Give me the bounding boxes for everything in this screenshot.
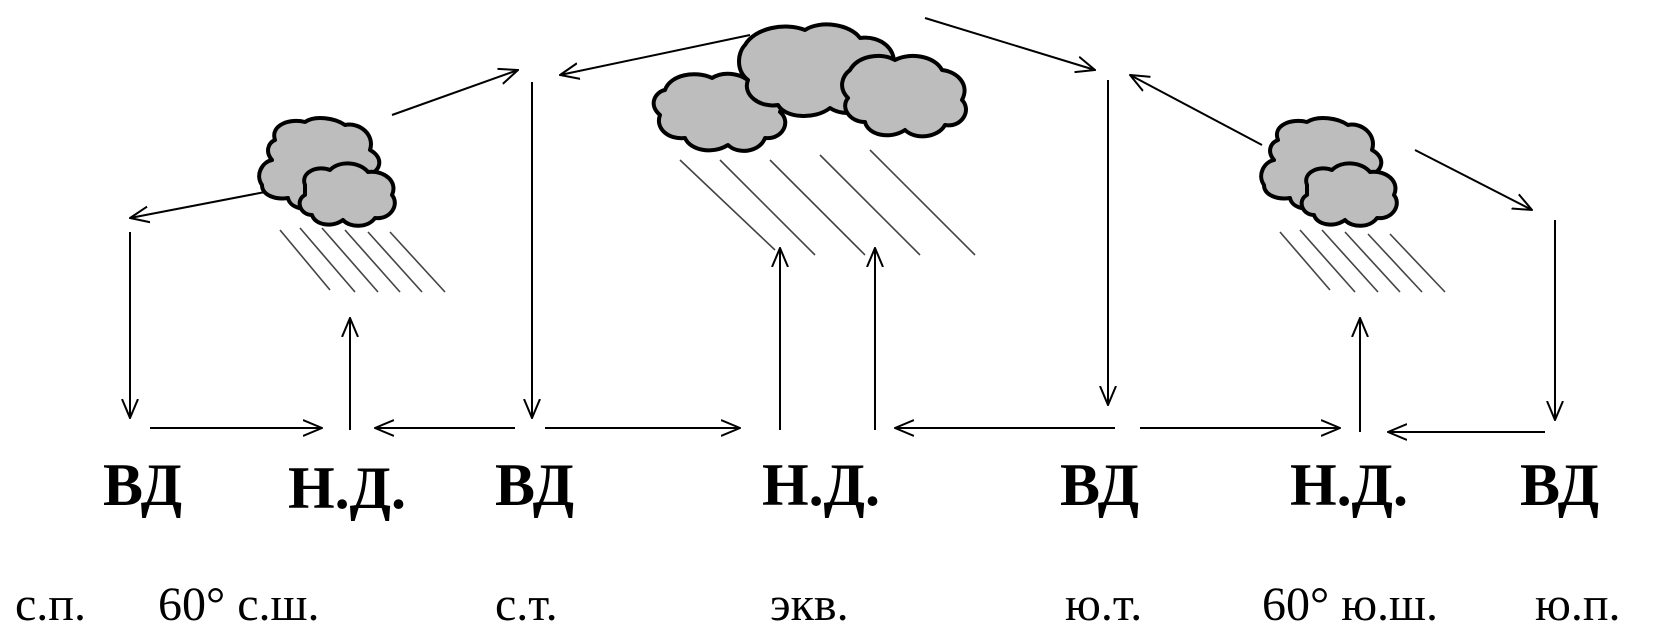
cloud-center: [651, 22, 968, 153]
cloud-left: [257, 116, 397, 228]
pressure-label-south-tropic: ВД: [1060, 452, 1139, 518]
arrow-polar-top-left: [130, 191, 266, 218]
latitude-south-pole: ю.п.: [1535, 578, 1621, 631]
arrow-hadley-top-right: [924, 17, 1095, 70]
latitude-labels: с.п. 60° с.ш. с.т. экв. ю.т. 60° ю.ш. ю.…: [15, 578, 1621, 631]
pressure-label-north-60: Н.Д.: [288, 455, 406, 521]
rain-left: [279, 227, 446, 293]
arrow-polar-top-right: [1414, 149, 1532, 210]
latitude-south-60: 60° ю.ш.: [1262, 578, 1438, 631]
latitude-north-pole: с.п.: [15, 578, 86, 631]
latitude-south-tropic: ю.т.: [1065, 578, 1142, 631]
arrow-ferrel-top-left: [391, 70, 518, 116]
latitude-equator: экв.: [770, 578, 849, 631]
rain-center: [679, 149, 976, 256]
pressure-label-south-60: Н.Д.: [1290, 452, 1408, 518]
pressure-label-north-tropic: ВД: [495, 452, 574, 518]
cloud-right: [1259, 116, 1399, 228]
rain-right: [1279, 229, 1446, 293]
latitude-north-tropic: с.т.: [495, 578, 558, 631]
arrow-hadley-top-left: [560, 34, 751, 75]
arrow-ferrel-top-right: [1130, 75, 1263, 146]
circulation-arrows: [130, 17, 1555, 432]
pressure-label-south-pole: ВД: [1520, 452, 1599, 518]
pressure-labels: ВД Н.Д. ВД Н.Д. ВД Н.Д. ВД: [103, 452, 1599, 521]
latitude-north-60: 60° с.ш.: [158, 578, 319, 631]
pressure-label-north-pole: ВД: [103, 452, 182, 518]
pressure-label-equator: Н.Д.: [762, 452, 880, 518]
